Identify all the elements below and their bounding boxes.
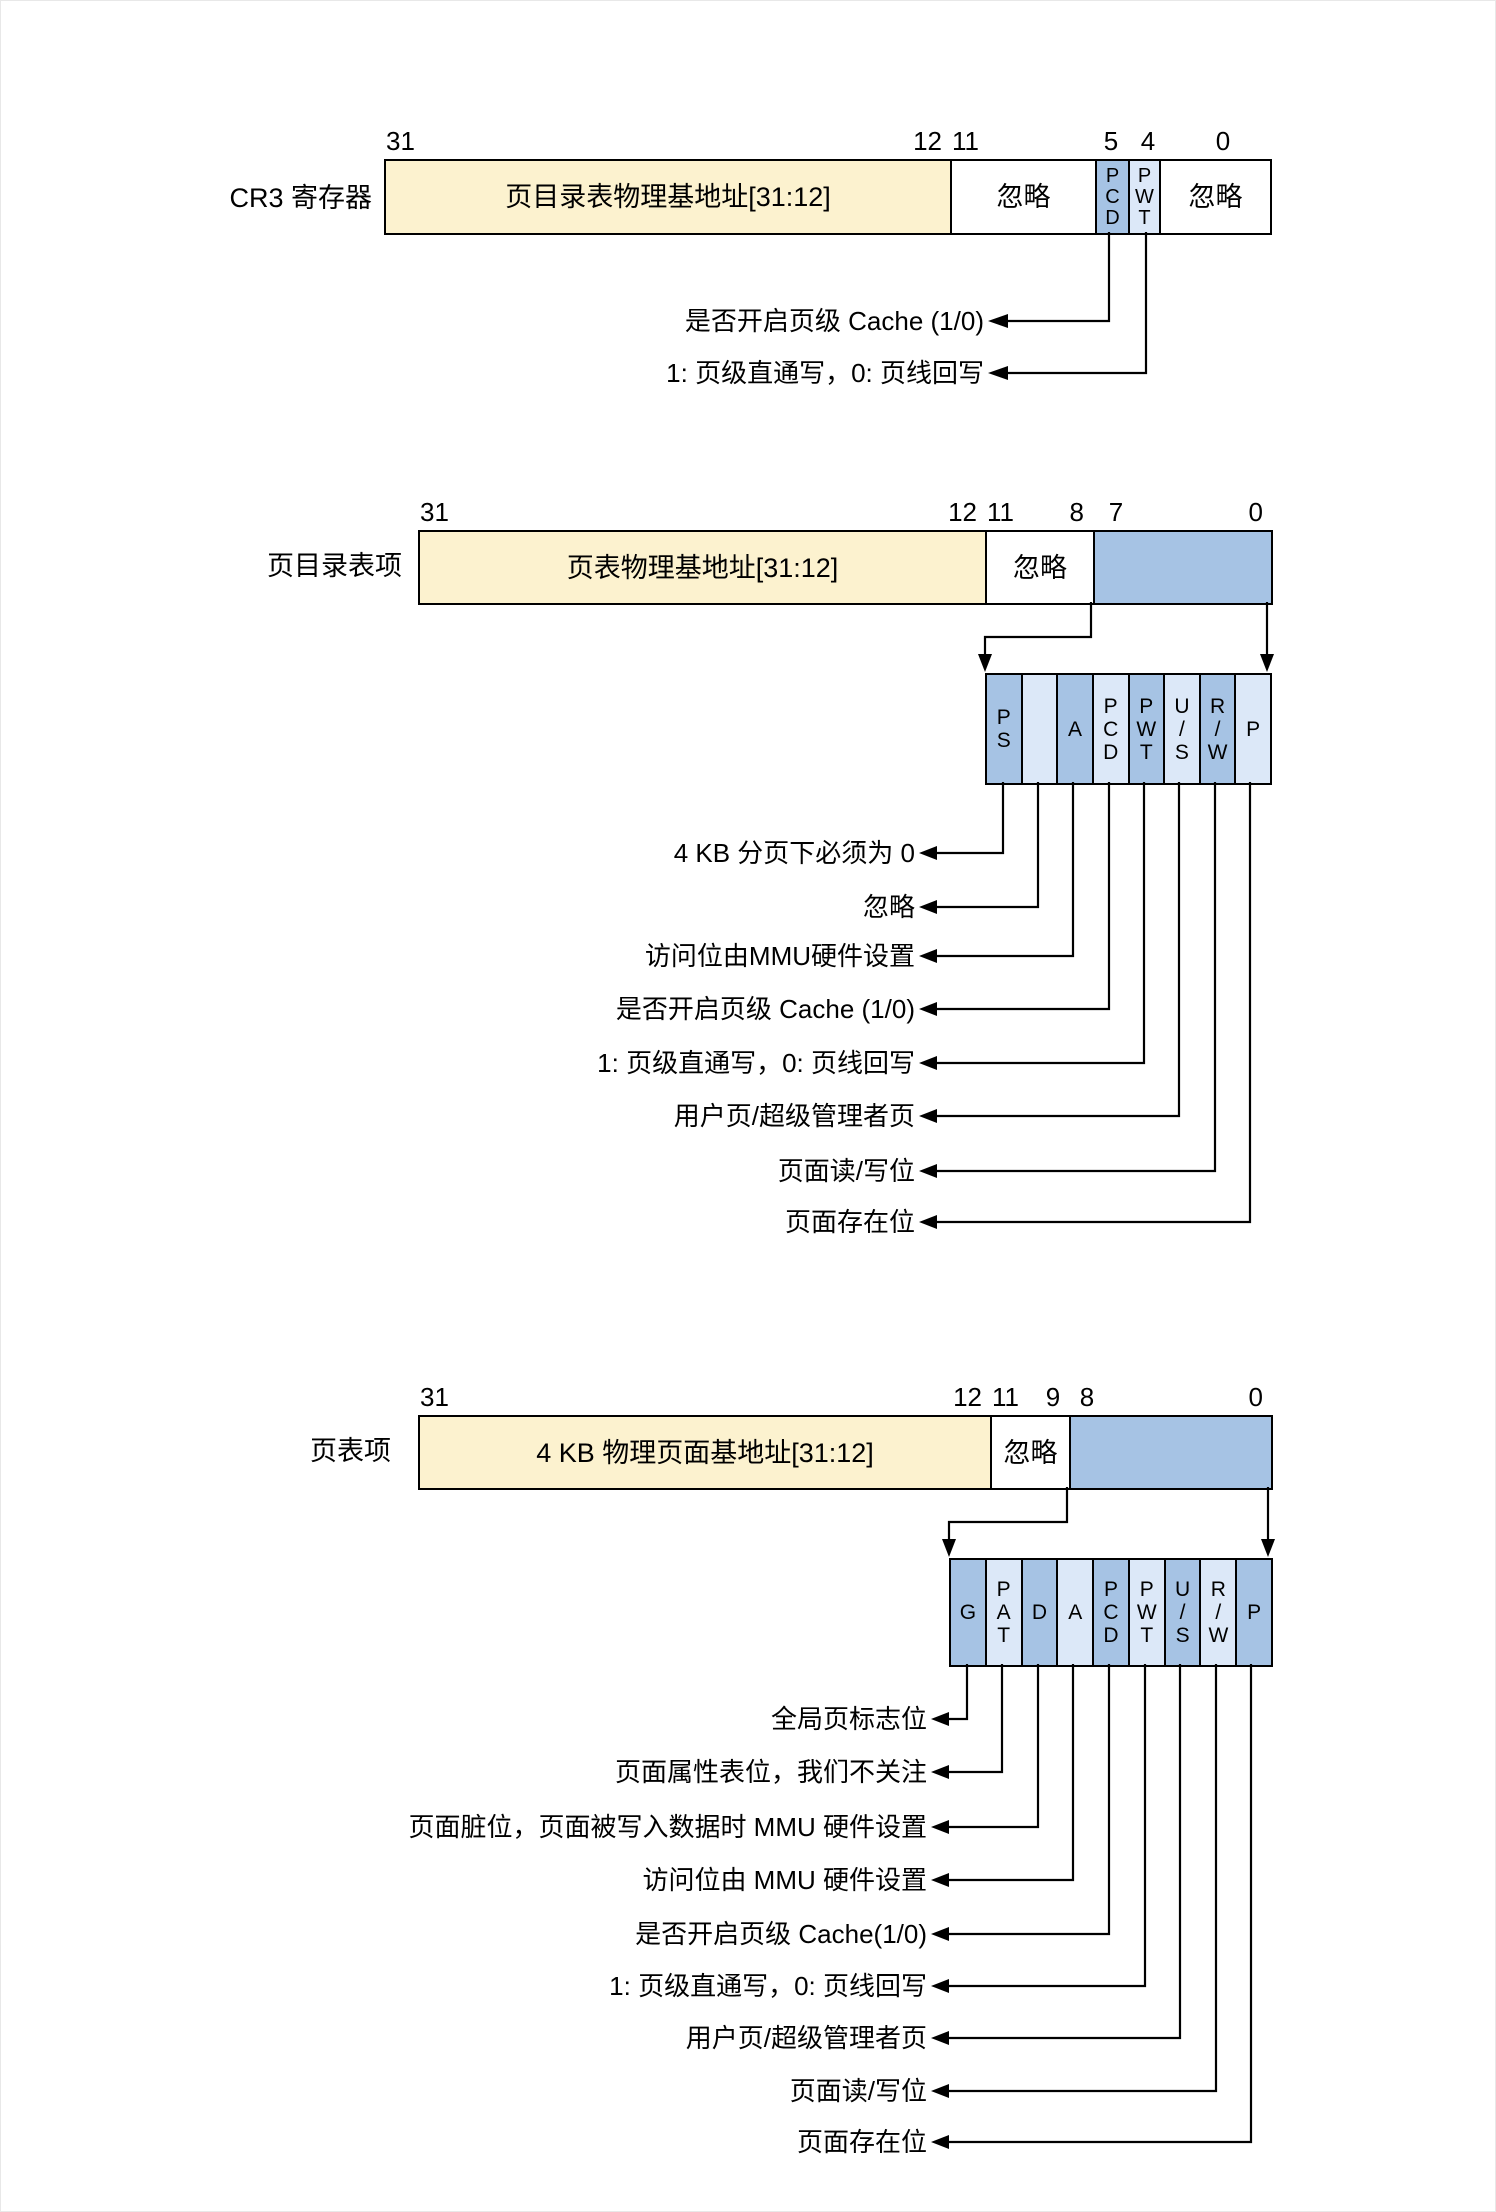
pde-expansion-arrows (978, 602, 1274, 672)
cr3-label: CR3 寄存器 (229, 183, 372, 213)
cr3-annotation-pwt: 1: 页级直通写，0: 页线回写 (666, 358, 984, 388)
pte-flag-pwt: P W T (1127, 1560, 1164, 1665)
pte-flag-d: D (1020, 1560, 1057, 1665)
pte-field-base: 4 KB 物理页面基地址[31:12] (420, 1417, 990, 1488)
pte-annotation-rw: 页面读/写位 (789, 2076, 927, 2106)
pte-bit-9: 9 (1045, 1382, 1061, 1412)
cr3-connectors (988, 232, 1148, 380)
pte-bit-8: 8 (1079, 1382, 1095, 1412)
cr3-bit-11: 11 (952, 126, 979, 156)
pde-annotation-us: 用户页/超级管理者页 (673, 1101, 915, 1131)
pde-field-ignore: 忽略 (985, 532, 1093, 603)
pde-bit-12: 12 (948, 497, 977, 527)
pde-flag-ignored (1020, 675, 1057, 783)
cr3-field-pwt: P W T (1128, 161, 1159, 233)
pde-label: 页目录表项 (267, 551, 402, 581)
pte-bit-11: 11 (992, 1382, 1019, 1412)
cr3-annotation-pcd: 是否开启页级 Cache (1/0) (684, 306, 984, 336)
pde-flag-us: U / S (1163, 675, 1199, 783)
pde-flag-p: P (1234, 675, 1270, 783)
pde-annotation-rw: 页面读/写位 (777, 1156, 915, 1186)
pde-annotation-p: 页面存在位 (784, 1207, 915, 1237)
pte-field-ignore: 忽略 (990, 1417, 1069, 1488)
pte-box: 4 KB 物理页面基地址[31:12] 忽略 (418, 1415, 1273, 1490)
pde-flag-pwt: P W T (1127, 675, 1164, 783)
pte-flags-box: G P A T D A P C D P W T U / S R / W P (949, 1558, 1273, 1667)
pde-flags-box: P S A P C D P W T U / S R / W P (985, 673, 1272, 785)
cr3-field-pcd: P C D (1095, 161, 1128, 233)
pte-annotation-d: 页面脏位，页面被写入数据时 MMU 硬件设置 (408, 1812, 927, 1842)
pte-expansion-arrows (942, 1487, 1275, 1557)
cr3-field-ignore-high: 忽略 (950, 161, 1095, 233)
pde-flag-ps: P S (987, 675, 1021, 783)
pte-annotation-pat: 页面属性表位，我们不关注 (614, 1757, 927, 1787)
pde-bit-0: 0 (1248, 497, 1263, 527)
pde-annotation-ps: 4 KB 分页下必须为 0 (673, 838, 915, 868)
cr3-bit-0: 0 (1215, 126, 1231, 156)
pde-annotation-a: 访问位由MMU硬件设置 (644, 941, 915, 971)
pde-bit-31: 31 (420, 497, 449, 527)
pde-bit-7: 7 (1108, 497, 1124, 527)
pde-field-base: 页表物理基地址[31:12] (420, 532, 985, 603)
pde-annotation-lines (919, 782, 1252, 1229)
pde-flag-a: A (1056, 675, 1092, 783)
pte-annotation-pwt: 1: 页级直通写，0: 页线回写 (609, 1971, 927, 2001)
pte-bit-31: 31 (420, 1382, 449, 1412)
pde-bit-8: 8 (1069, 497, 1084, 527)
pte-annotation-p: 页面存在位 (796, 2127, 927, 2157)
pde-flag-pcd: P C D (1091, 675, 1128, 783)
pde-annotation-pcd: 是否开启页级 Cache (1/0) (615, 994, 915, 1024)
pte-flag-rw: R / W (1199, 1560, 1236, 1665)
pte-flag-pcd: P C D (1092, 1560, 1128, 1665)
pte-flag-g: G (951, 1560, 985, 1665)
cr3-bit-4: 4 (1140, 126, 1156, 156)
pte-label: 页表项 (310, 1436, 391, 1466)
cr3-register-box: 页目录表物理基地址[31:12] 忽略 P C D P W T 忽略 (384, 159, 1272, 235)
pte-bit-0: 0 (1248, 1382, 1263, 1412)
pte-field-flags-region (1069, 1417, 1271, 1488)
pde-annotation-pwt: 1: 页级直通写，0: 页线回写 (597, 1048, 915, 1078)
pde-flag-rw: R / W (1198, 675, 1235, 783)
cr3-field-base: 页目录表物理基地址[31:12] (386, 161, 950, 233)
pte-annotation-us: 用户页/超级管理者页 (685, 2023, 927, 2053)
cr3-bit-31: 31 (386, 126, 415, 156)
pte-annotation-g: 全局页标志位 (770, 1704, 927, 1734)
pte-flag-p: P (1235, 1560, 1272, 1665)
pde-annotation-ignored: 忽略 (862, 892, 915, 922)
pte-flag-us: U / S (1163, 1560, 1200, 1665)
cr3-bit-5: 5 (1103, 126, 1119, 156)
pte-annotation-pcd: 是否开启页级 Cache(1/0) (635, 1919, 927, 1949)
cr3-field-ignore-low: 忽略 (1159, 161, 1270, 233)
pte-flag-pat: P A T (984, 1560, 1021, 1665)
pde-box: 页表物理基地址[31:12] 忽略 (418, 530, 1273, 605)
pte-flag-a: A (1056, 1560, 1093, 1665)
pde-bit-11: 11 (987, 497, 1014, 527)
pte-annotation-lines (931, 1664, 1253, 2149)
pte-bit-12: 12 (953, 1382, 982, 1412)
cr3-bit-12: 12 (913, 126, 942, 156)
pte-annotation-a: 访问位由 MMU 硬件设置 (642, 1865, 927, 1895)
pde-field-flags-region (1093, 532, 1271, 603)
